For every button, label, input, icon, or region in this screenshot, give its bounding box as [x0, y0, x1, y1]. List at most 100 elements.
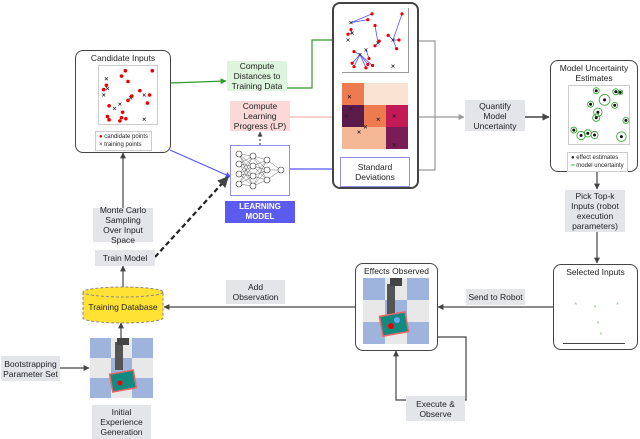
nn-node — [249, 152, 257, 160]
candidate-legend: ● candidate points × training points — [95, 131, 152, 151]
uncertainty-circle — [592, 87, 600, 95]
distance-line — [374, 25, 379, 43]
training-point — [391, 38, 395, 42]
nn-node — [249, 162, 257, 170]
candidate-point — [395, 47, 399, 51]
plot-frame — [568, 85, 630, 145]
compute-lp-box: Compute Learning Progress (LP) — [230, 101, 290, 131]
send-to-robot-label: Send to Robot — [466, 289, 525, 305]
candidate-point — [138, 88, 142, 93]
candidate-point — [352, 65, 356, 69]
candidate-point — [119, 74, 124, 78]
plot-frame — [98, 65, 158, 125]
candidate-point — [373, 44, 377, 48]
estimate-point — [624, 118, 628, 122]
training-point — [344, 114, 348, 118]
model-uncertainty-panel: Model Uncertainty Estimates ● effect est… — [550, 60, 638, 172]
nn-node — [249, 172, 257, 180]
candidate-point — [150, 68, 155, 73]
legend-estimates: effect estimates — [576, 155, 619, 161]
candidate-point — [126, 98, 130, 103]
heatmap-cell — [342, 105, 364, 127]
execute-observe-label: Execute & Observe — [406, 396, 465, 421]
uncertainty-circle — [590, 130, 599, 140]
legend-candidate: candidate points — [104, 134, 148, 140]
candidate-inputs-title: Candidate Inputs — [90, 53, 156, 63]
training-point — [350, 31, 354, 35]
estimate-point — [572, 128, 576, 132]
uncertainty-legend: ● effect estimates ━ model uncertainty — [567, 152, 628, 172]
candidate-point — [124, 116, 128, 121]
estimate-point — [589, 102, 593, 106]
bootstrapping-box: Bootstrapping Parameter Set — [1, 356, 60, 381]
candidate-point — [400, 12, 404, 16]
selected-point: ^ — [597, 322, 600, 328]
candidate-point — [126, 79, 130, 84]
candidate-point — [349, 27, 353, 32]
candidate-point — [366, 18, 370, 22]
uncertainty-circle — [570, 126, 578, 134]
uncertainty-circle — [622, 116, 630, 124]
distance-line — [350, 19, 368, 23]
robot-scene-image — [363, 278, 429, 344]
candidate-point — [104, 83, 109, 88]
effects-observed-title: Effects Observed — [363, 266, 430, 276]
arrow-execute-loop — [396, 336, 467, 401]
heatmap-cell — [364, 105, 386, 127]
heatmap-cell — [342, 127, 364, 149]
candidate-point — [147, 93, 152, 97]
candidate-point — [352, 50, 356, 54]
training-point — [364, 48, 368, 52]
add-observation-label: Add Observation — [226, 280, 285, 304]
estimate-point — [594, 89, 598, 93]
uncertainty-scatter-plot — [568, 85, 630, 145]
candidate-point — [373, 23, 377, 28]
candidate-point — [118, 119, 122, 123]
training-point — [347, 95, 352, 99]
training-point — [392, 143, 396, 147]
heatmap-cell — [342, 83, 364, 105]
training-point — [128, 95, 133, 100]
estimate-point — [586, 131, 590, 135]
neural-network-icon — [235, 150, 285, 190]
training-point — [142, 93, 146, 97]
nn-edge — [252, 159, 268, 187]
neural-network-box — [230, 145, 290, 196]
distance-line — [392, 13, 403, 41]
training-point — [112, 106, 117, 111]
legend-uncertainty: model uncertainty — [576, 163, 624, 169]
candidate-point — [129, 94, 134, 98]
selected-point: ^ — [600, 332, 603, 338]
candidate-point — [386, 33, 390, 37]
selected-inputs-title: Selected Inputs — [566, 267, 625, 277]
candidate-scatter-plot — [98, 65, 158, 125]
arrow-train-to-model — [154, 176, 229, 258]
training-point — [392, 114, 396, 118]
candidate-point — [101, 87, 106, 92]
effects-observed-panel: Effects Observed — [355, 263, 438, 351]
training-database-label: Training Database — [88, 302, 158, 312]
heatmap-cell — [386, 83, 408, 105]
candidate-point — [364, 66, 368, 70]
legend-training: training points — [104, 142, 142, 148]
estimate-point — [579, 134, 583, 138]
arrow-candidates-to-model — [169, 149, 232, 178]
candidate-point — [346, 32, 350, 36]
selected-point: ^ — [574, 303, 577, 309]
initial-robot-image — [90, 338, 153, 398]
distance-line — [359, 54, 367, 69]
uncertainty-circle — [598, 94, 611, 106]
uncertainty-circle — [617, 89, 624, 96]
uncertainty-circle — [593, 107, 603, 117]
estimate-point — [614, 90, 618, 94]
nn-edge — [238, 165, 254, 185]
training-point — [349, 20, 353, 25]
distance-line — [350, 13, 373, 23]
candidate-point — [123, 68, 128, 73]
candidate-point — [371, 63, 375, 68]
estimate-point — [593, 133, 597, 137]
candidate-point — [145, 101, 150, 105]
candidate-point — [107, 118, 111, 122]
